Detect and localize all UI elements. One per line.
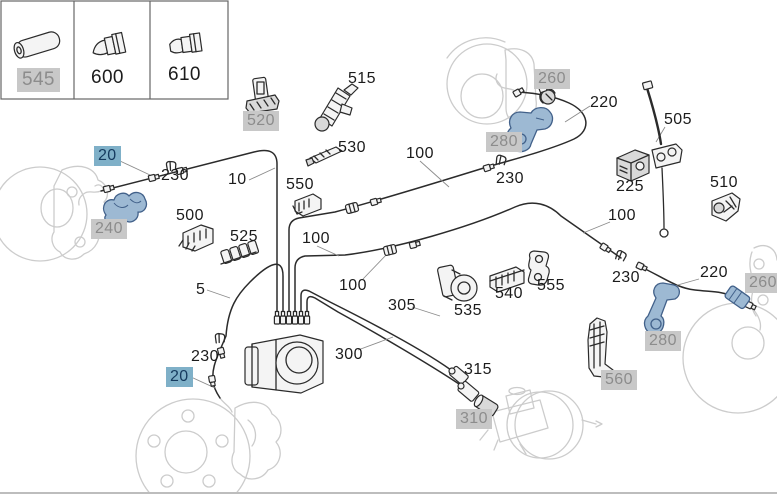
part-label-550: 550 (286, 176, 314, 193)
part-520-valve (245, 76, 280, 114)
abs-hydraulic-unit (244, 334, 324, 394)
part-label-260: 260 (534, 69, 570, 90)
part-label-510: 510 (710, 174, 738, 191)
legend-box (0, 0, 229, 100)
pipe-300 (300, 289, 452, 371)
part-label-555: 555 (537, 277, 565, 294)
part-label-230: 230 (191, 348, 219, 365)
part-label-500: 500 (176, 207, 204, 224)
part-label-5: 5 (196, 281, 206, 298)
part-540-connector (489, 266, 525, 293)
part-label-520: 520 (243, 111, 279, 132)
pipe-305 (306, 295, 460, 385)
part-260-grommet (724, 285, 751, 310)
part-label-100: 100 (608, 207, 636, 224)
brake-booster-master-cylinder (479, 386, 603, 460)
part-label-100: 100 (302, 230, 330, 247)
part-530-connector (305, 146, 343, 167)
part-510-bracket (711, 192, 741, 222)
part-label-10: 10 (228, 171, 247, 188)
part-505-sensor-cable (641, 80, 683, 238)
part-555-clip (527, 250, 550, 286)
rear-right-brake-shield (682, 245, 777, 414)
part-label-600: 600 (91, 67, 124, 88)
part-545-sleeve (13, 31, 61, 59)
part-label-220: 220 (700, 264, 728, 281)
part-label-315: 315 (464, 361, 492, 378)
part-label-545: 545 (17, 68, 60, 92)
part-label-610: 610 (168, 64, 201, 85)
part-610-fitting (169, 32, 203, 54)
pipe-front-right (288, 91, 587, 319)
part-500-connector (178, 224, 214, 252)
part-535-valve (437, 264, 478, 302)
part-label-260: 260 (745, 273, 777, 294)
part-label-300: 300 (335, 346, 363, 363)
part-label-240: 240 (91, 219, 127, 240)
part-310-sleeve (473, 394, 499, 417)
part-280-bracket-rear (643, 282, 681, 335)
part-label-530: 530 (338, 139, 366, 156)
part-label-230: 230 (612, 269, 640, 286)
part-label-525: 525 (230, 228, 258, 245)
part-600-fitting (92, 31, 127, 56)
part-label-100: 100 (406, 145, 434, 162)
part-label-230: 230 (496, 170, 524, 187)
part-label-280: 280 (486, 132, 522, 153)
rear-left-brake-disc (135, 397, 282, 492)
part-label-305: 305 (388, 297, 416, 314)
clip-230-d (214, 332, 227, 344)
part-315-fittings (448, 365, 480, 402)
front-right-brake-shield (446, 37, 537, 125)
part-label-20: 20 (166, 367, 193, 388)
part-550-connector (292, 193, 322, 217)
part-label-225: 225 (616, 178, 644, 195)
part-225-junction (616, 149, 650, 182)
part-label-505: 505 (664, 111, 692, 128)
part-label-20: 20 (94, 146, 121, 167)
part-label-540: 540 (495, 285, 523, 302)
brake-pipes (100, 91, 754, 399)
part-label-310: 310 (456, 409, 492, 430)
pipe-rear-right (294, 202, 754, 319)
pipe-front-left (100, 149, 278, 319)
part-label-535: 535 (454, 302, 482, 319)
part-label-560: 560 (601, 370, 637, 391)
part-515-bracket (314, 83, 359, 132)
part-525-clips (220, 239, 260, 265)
part-label-280: 280 (645, 331, 681, 352)
part-label-515: 515 (348, 70, 376, 87)
part-label-100: 100 (339, 277, 367, 294)
part-560-bracket (587, 317, 614, 379)
front-left-brake-assembly (0, 165, 109, 262)
part-label-220: 220 (590, 94, 618, 111)
part-label-230: 230 (161, 167, 189, 184)
